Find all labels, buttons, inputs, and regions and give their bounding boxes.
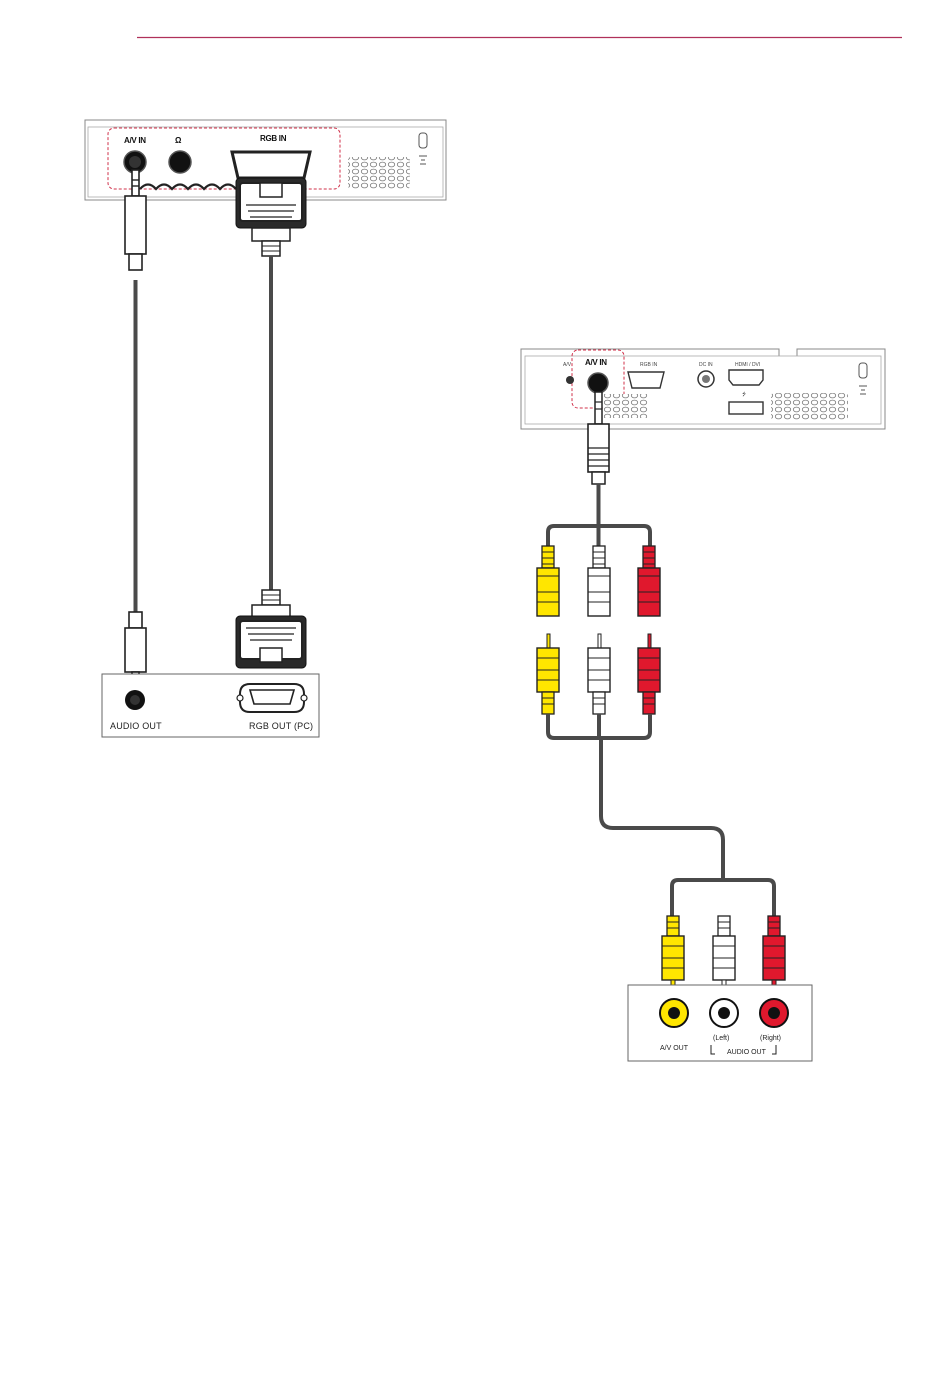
usb-icon: ⭍ — [742, 392, 746, 398]
rca-plug-red-mid — [638, 634, 660, 714]
usb-port — [729, 402, 763, 414]
right-diagram: A/V A/V IN RGB IN DC IN HDMI / DVI ⭍ — [521, 349, 885, 1061]
right-port-partial-label: A/V — [563, 362, 572, 368]
right-port-av-in-label: A/V IN — [585, 358, 607, 367]
right-source-device: A/V OUT (Left) (Right) AUDIO OUT — [628, 985, 812, 1061]
audio-out-label: AUDIO OUT — [110, 721, 162, 731]
right-av-cable-split-bottom — [672, 880, 774, 916]
audio-out-group-label: AUDIO OUT — [727, 1049, 767, 1056]
right-port-rgb-in-label: RGB IN — [640, 362, 658, 368]
rgb-out-label: RGB OUT (PC) — [249, 721, 313, 731]
left-port-rgb-in-label: RGB IN — [260, 134, 287, 143]
av-out-label: A/V OUT — [660, 1045, 689, 1052]
right-av-cable-main — [601, 738, 723, 881]
left-channel-label: (Left) — [713, 1035, 729, 1042]
left-vga-plug-bottom — [236, 590, 306, 668]
right-port-dc-in-label: DC IN — [699, 362, 713, 368]
rca-plug-yellow-top — [537, 546, 559, 616]
left-vga-plug-top — [236, 178, 306, 256]
right-channel-label: (Right) — [760, 1035, 781, 1042]
left-port-av-in-label: A/V IN — [124, 136, 146, 145]
right-projector-panel: A/V A/V IN RGB IN DC IN HDMI / DVI ⭍ — [521, 349, 885, 429]
headphone-icon: Ω — [175, 136, 182, 145]
rca-plug-white-top — [588, 546, 610, 616]
right-av-in-jack — [588, 373, 608, 393]
rca-plug-white-mid — [588, 634, 610, 714]
right-port-hdmi-label: HDMI / DVI — [735, 362, 760, 368]
left-diagram: A/V IN Ω RGB IN — [85, 120, 446, 737]
rca-plug-yellow-bottom — [662, 916, 684, 994]
rca-plug-red-bottom — [763, 916, 785, 994]
rgb-out-port — [237, 684, 307, 712]
left-headphone-jack — [169, 151, 191, 173]
rca-plug-yellow-mid — [537, 634, 559, 714]
left-source-device: AUDIO OUT RGB OUT (PC) — [102, 674, 319, 737]
rca-plug-red-top — [638, 546, 660, 616]
rca-plug-white-bottom — [713, 916, 735, 994]
